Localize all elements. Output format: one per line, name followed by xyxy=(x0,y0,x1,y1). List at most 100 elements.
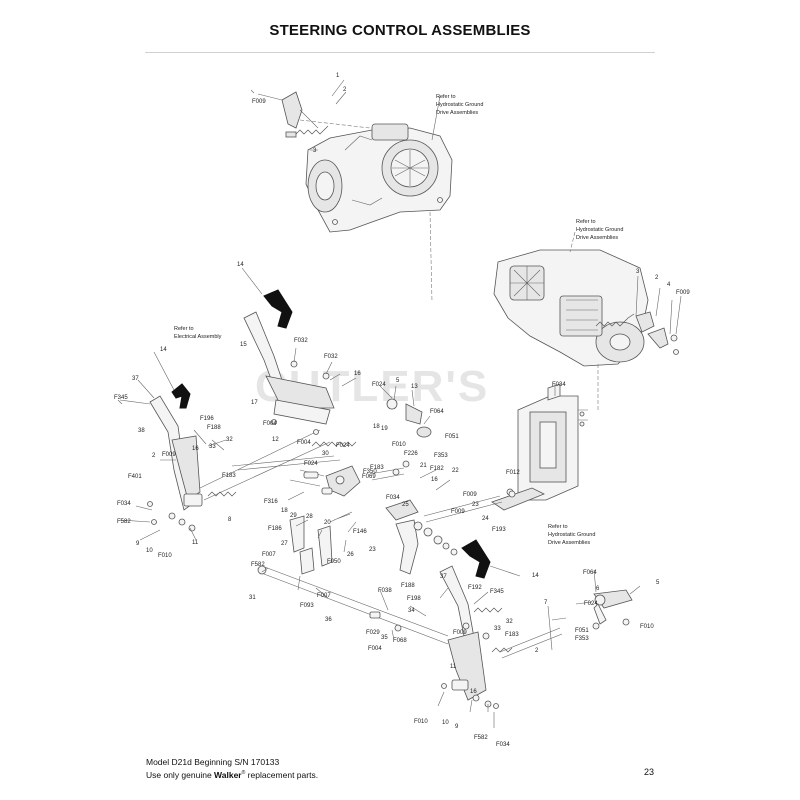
note-hydro-top: Refer to Hydrostatic Ground Drive Assemb… xyxy=(436,94,485,116)
callout-label: 14 xyxy=(532,573,539,579)
callout-label: F345 xyxy=(114,395,128,401)
callout-label: F007 xyxy=(317,593,331,599)
callout-label: F192 xyxy=(468,585,482,591)
callout-label: 4 xyxy=(667,282,671,288)
callout-label: F034 xyxy=(552,382,566,388)
callout-label: 37 xyxy=(440,574,447,580)
model-info: Model D21d Beginning S/N 170133 xyxy=(146,757,280,767)
callout-label: 15 xyxy=(240,342,247,348)
callout-label: 32 xyxy=(506,619,513,625)
callout-label: F582 xyxy=(117,519,131,525)
center-linkage xyxy=(231,441,516,575)
cross-shaft xyxy=(257,547,449,645)
parts-notice-prefix: Use only genuine xyxy=(146,769,215,780)
callout-label: F186 xyxy=(268,526,282,532)
callout-label: 7 xyxy=(544,600,548,606)
callout-label: 33 xyxy=(494,626,501,632)
callout-label: 18 xyxy=(281,508,288,514)
callout-label: 16 xyxy=(431,477,438,483)
callout-label: F196 xyxy=(200,416,214,422)
note-electrical: Refer to Electrical Assembly xyxy=(174,326,222,340)
callout-label: F034 xyxy=(496,742,510,748)
callout-label: F009 xyxy=(453,630,467,636)
callout-label: F009 xyxy=(451,509,465,515)
callout-label: 5 xyxy=(656,580,660,586)
center-upper-lever xyxy=(243,289,432,438)
callout-label: 30 xyxy=(322,451,329,457)
callout-label: 21 xyxy=(420,463,427,469)
callout-label: 6 xyxy=(596,586,600,592)
note-line: Refer to xyxy=(436,94,456,100)
callout-label: 5 xyxy=(396,378,400,384)
note-line: Refer to xyxy=(548,524,568,530)
callout-label: F009 xyxy=(676,290,690,296)
callout-label: 9 xyxy=(455,724,459,730)
callout-label: F093 xyxy=(300,603,314,609)
callout-label: F226 xyxy=(404,451,418,457)
callout-label: F009 xyxy=(252,99,266,105)
top-hydro-drive-unit xyxy=(250,79,453,303)
callout-label: F009 xyxy=(463,492,477,498)
callout-label: F198 xyxy=(407,596,421,602)
callout-label: F010 xyxy=(640,624,654,630)
callout-label: 23 xyxy=(472,502,479,508)
callout-label: F582 xyxy=(474,735,488,741)
right-hydro-drive-unit xyxy=(493,231,682,410)
callout-label: 14 xyxy=(160,347,167,353)
callout-label: 28 xyxy=(306,514,313,520)
callout-label: F193 xyxy=(492,527,506,533)
callout-label: F353 xyxy=(575,636,589,642)
callout-label: 18 xyxy=(373,424,380,430)
callout-label: F401 xyxy=(128,474,142,480)
callout-label: F009 xyxy=(162,452,176,458)
callout-label: 2 xyxy=(152,453,156,459)
reference-notes: Refer to Hydrostatic Ground Drive Assemb… xyxy=(174,94,625,546)
callout-label: F146 xyxy=(353,529,367,535)
callout-label: F188 xyxy=(207,425,221,431)
callout-label: F032 xyxy=(324,354,338,360)
callout-label: 16 xyxy=(470,689,477,695)
callout-label: 37 xyxy=(132,376,139,382)
note-line: Refer to xyxy=(174,326,194,332)
callout-label: F034 xyxy=(386,495,400,501)
callout-label: 20 xyxy=(324,520,331,526)
callout-label: 14 xyxy=(237,262,244,268)
callout-label: F582 xyxy=(251,562,265,568)
callout-label: 33 xyxy=(209,444,216,450)
callout-label: 16 xyxy=(192,446,199,452)
page-number: 23 xyxy=(644,767,655,777)
right-steering-lever xyxy=(439,539,563,709)
callout-label: 9 xyxy=(136,541,140,547)
callout-label: F353 xyxy=(434,453,448,459)
callout-label: 2 xyxy=(343,87,347,93)
callout-label: F183 xyxy=(505,632,519,638)
center-plate-bracket xyxy=(491,383,588,511)
callout-label: F051 xyxy=(445,434,459,440)
footer-info: Model D21d Beginning S/N 170133 Use only… xyxy=(146,757,318,781)
callout-label: 3 xyxy=(313,148,317,154)
callout-label: 16 xyxy=(354,371,361,377)
callout-label: 11 xyxy=(192,540,199,546)
note-line: Drive Assemblies xyxy=(548,540,590,546)
callout-label: 19 xyxy=(381,426,388,432)
callout-label: F007 xyxy=(262,552,276,558)
callout-label: F010 xyxy=(414,719,428,725)
callout-label: F010 xyxy=(158,553,172,559)
left-steering-lever xyxy=(117,383,331,532)
callout-label: 35 xyxy=(381,635,388,641)
callout-label: 31 xyxy=(249,595,256,601)
callout-label: F064 xyxy=(583,570,597,576)
callout-label: 32 xyxy=(226,437,233,443)
callout-label: 11 xyxy=(450,664,457,670)
note-line: Hydrostatic Ground xyxy=(576,227,623,233)
callout-label: F345 xyxy=(490,589,504,595)
note-hydro-right: Refer to Hydrostatic Ground Drive Assemb… xyxy=(576,219,625,241)
callout-label: 25 xyxy=(402,502,409,508)
callout-label: 36 xyxy=(325,617,332,623)
callout-label: F051 xyxy=(575,628,589,634)
note-line: Drive Assemblies xyxy=(576,235,618,241)
callout-label: F064 xyxy=(430,409,444,415)
callout-label: 2 xyxy=(655,275,659,281)
brand-name: Walker xyxy=(214,769,242,780)
